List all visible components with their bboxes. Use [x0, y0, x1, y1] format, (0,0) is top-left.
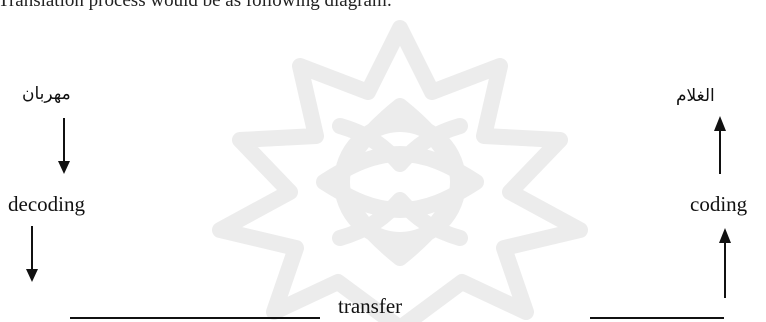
down-arrow-icon — [25, 226, 39, 282]
transfer-baseline-left — [70, 317, 320, 319]
coding-label: coding — [690, 194, 747, 215]
up-arrow-icon — [713, 116, 727, 174]
decoding-label: decoding — [8, 194, 85, 215]
transfer-baseline-right — [590, 317, 724, 319]
target-word: الغلام — [676, 88, 715, 105]
down-arrow-icon — [57, 118, 71, 174]
transfer-label: transfer — [338, 296, 402, 317]
up-arrow-icon — [718, 228, 732, 298]
truncated-top-text: Translation process would be as followin… — [0, 0, 766, 20]
top-text: Translation process would be as followin… — [0, 0, 392, 10]
source-word: مهربان — [22, 86, 71, 103]
rosette-watermark-icon — [170, 10, 630, 322]
